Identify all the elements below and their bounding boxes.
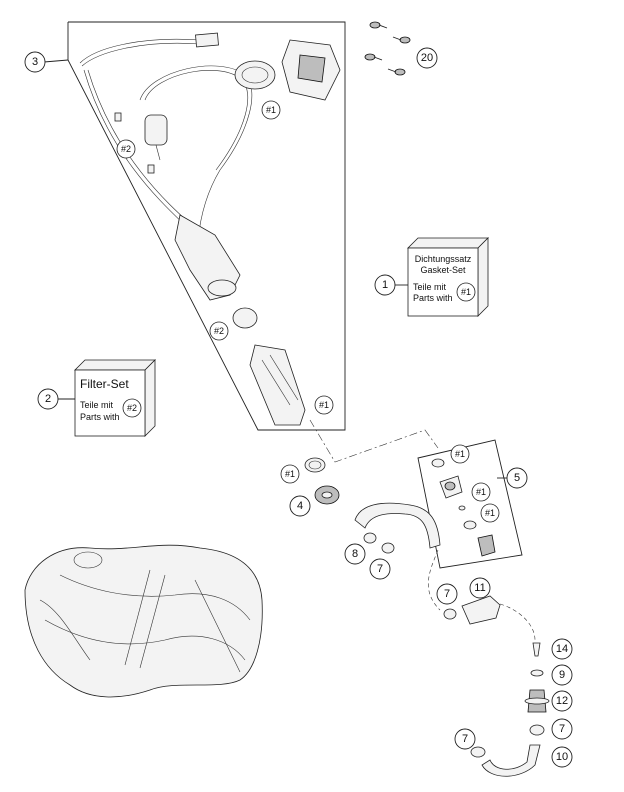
filter-box-title: Filter-Set xyxy=(80,377,129,391)
ref-marker-group5-c: #1 xyxy=(480,503,500,523)
filter-box-line1: Teile mit xyxy=(80,400,114,410)
svg-text:4: 4 xyxy=(297,500,303,512)
callout-12: 12 xyxy=(551,690,573,712)
fuel-tank xyxy=(24,544,263,698)
filter-box-line2: Parts with xyxy=(80,412,120,422)
svg-text:11: 11 xyxy=(474,582,485,594)
o-ring-9 xyxy=(530,669,544,677)
gasket-box-ref: #1 xyxy=(461,287,471,297)
callout-8: 8 xyxy=(344,543,366,565)
callout-10: 10 xyxy=(551,746,573,768)
ref-marker-filter-ring: #2 xyxy=(209,321,229,341)
callout-20: 20 xyxy=(416,47,438,69)
svg-text:12: 12 xyxy=(556,695,568,707)
quick-connector-11 xyxy=(461,595,501,625)
filter-box-ref: #2 xyxy=(127,403,137,413)
svg-text:8: 8 xyxy=(352,548,358,560)
ref-marker-filter-small: #2 xyxy=(116,139,136,159)
ref-marker-group5-b: #1 xyxy=(471,482,491,502)
filter-set-box: Filter-Set Teile mit Parts with #2 xyxy=(74,359,156,437)
svg-text:#1: #1 xyxy=(485,508,495,518)
callout-7-c: 7 xyxy=(454,728,476,750)
svg-text:#2: #2 xyxy=(121,144,131,154)
callout-1: 1 xyxy=(374,274,396,296)
flow-line-to-11 xyxy=(428,549,441,611)
svg-text:#1: #1 xyxy=(319,400,329,410)
svg-text:10: 10 xyxy=(556,751,568,763)
ref-marker-o-ring: #1 xyxy=(280,464,300,484)
callout-2: 2 xyxy=(37,388,59,410)
svg-text:#2: #2 xyxy=(214,326,224,336)
ref-marker-pump-top: #1 xyxy=(261,100,281,120)
callout-14: 14 xyxy=(551,638,573,660)
svg-text:7: 7 xyxy=(559,723,565,735)
hose-8 xyxy=(354,502,441,549)
bolts-20 xyxy=(364,21,411,76)
svg-text:20: 20 xyxy=(421,52,433,64)
assembly-5-outline xyxy=(417,439,523,569)
svg-text:7: 7 xyxy=(444,588,450,600)
svg-text:1: 1 xyxy=(382,279,388,291)
hose-10 xyxy=(481,744,541,777)
svg-text:7: 7 xyxy=(377,563,383,575)
gasket-box-line4: Parts with xyxy=(413,293,453,303)
callout-4: 4 xyxy=(289,495,311,517)
clamp-7d xyxy=(529,724,545,736)
svg-text:#1: #1 xyxy=(455,449,465,459)
fuel-pump-assembly xyxy=(79,32,341,426)
gasket-box-line3: Teile mit xyxy=(413,282,447,292)
callout-7-d: 7 xyxy=(551,718,573,740)
callout-11: 11 xyxy=(469,577,491,599)
screw-14 xyxy=(532,642,541,657)
svg-text:14: 14 xyxy=(556,643,568,655)
callout-7-b: 7 xyxy=(436,583,458,605)
callout-5: 5 xyxy=(506,467,528,489)
gasket-set-box: Dichtungssatz Gasket-Set Teile mit Parts… xyxy=(407,237,489,317)
svg-text:5: 5 xyxy=(514,472,520,484)
o-ring xyxy=(304,457,326,473)
assembly-3-outline xyxy=(67,21,346,431)
svg-text:3: 3 xyxy=(32,56,38,68)
svg-text:7: 7 xyxy=(462,733,468,745)
callout-3: 3 xyxy=(24,51,46,73)
group-5-parts xyxy=(431,458,496,557)
gasket-box-line1: Dichtungssatz xyxy=(415,254,472,264)
svg-text:#1: #1 xyxy=(285,469,295,479)
gasket-box-line2: Gasket-Set xyxy=(420,265,466,275)
callout-7-a: 7 xyxy=(369,558,391,580)
clamp-7c xyxy=(470,746,486,758)
callout-9: 9 xyxy=(551,664,573,686)
svg-text:2: 2 xyxy=(45,393,51,405)
ref-marker-group5-a: #1 xyxy=(450,444,470,464)
ref-marker-pump-bottom: #1 xyxy=(314,395,334,415)
flow-line-pump-to-5 xyxy=(309,419,439,463)
svg-text:9: 9 xyxy=(559,669,565,681)
svg-text:#1: #1 xyxy=(476,487,486,497)
svg-text:#1: #1 xyxy=(266,105,276,115)
